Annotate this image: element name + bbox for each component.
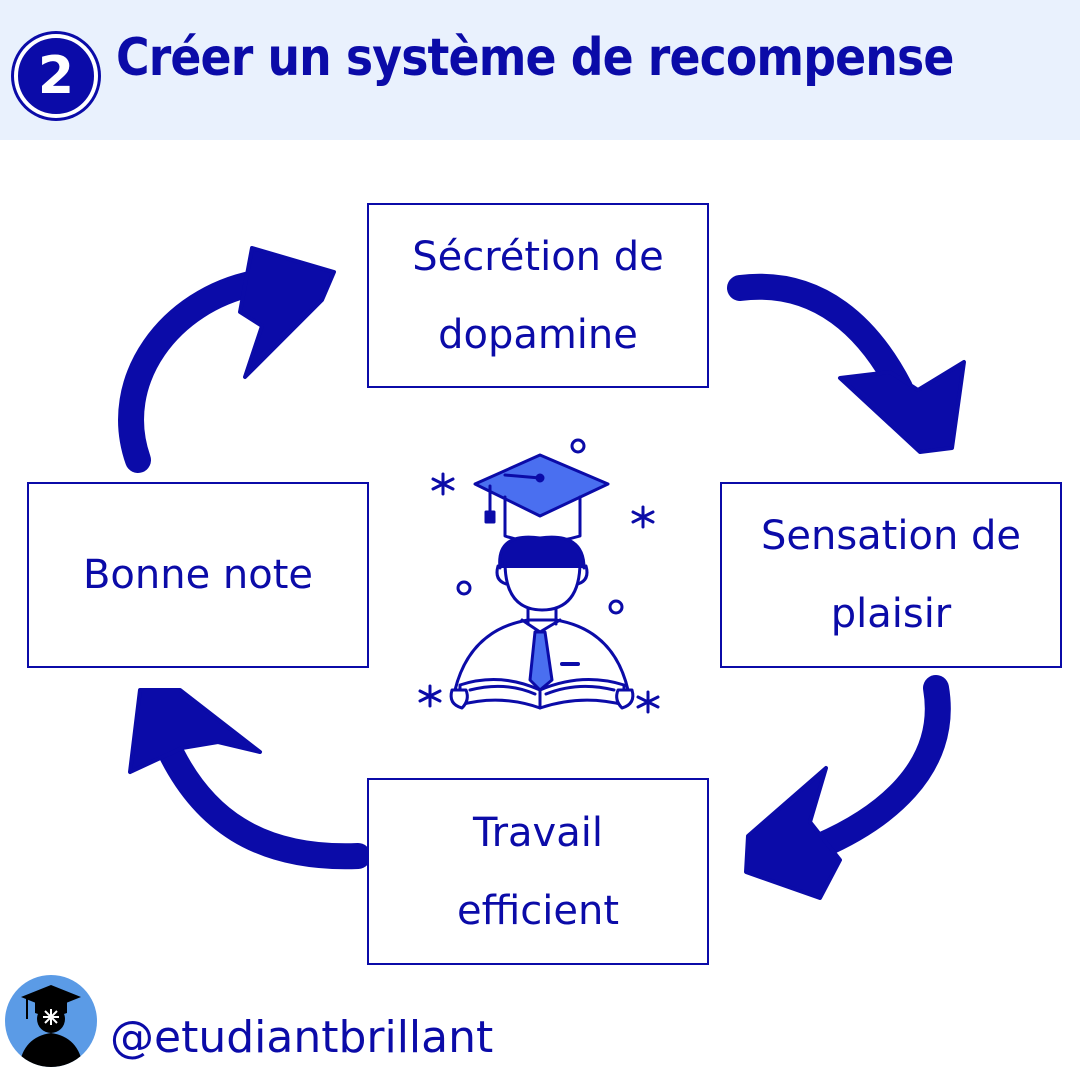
cycle-step-label: Bonne note bbox=[82, 552, 314, 598]
account-handle[interactable]: @etudiantbrillant bbox=[110, 1012, 494, 1063]
step-number-badge: 2 bbox=[14, 34, 98, 118]
arrow-bottom-to-left bbox=[128, 688, 371, 870]
cycle-step-dopamine: Sécrétion de dopamine bbox=[367, 203, 709, 388]
graduate-avatar-icon bbox=[5, 975, 97, 1067]
arrow-top-to-right bbox=[727, 273, 966, 454]
cycle-step-label: Sécrétion de dopamine bbox=[412, 233, 664, 358]
cycle-step-travail: Travail efficient bbox=[367, 778, 709, 965]
cycle-step-plaisir: Sensation de plaisir bbox=[720, 482, 1062, 668]
cycle-step-bonne-note: Bonne note bbox=[27, 482, 369, 668]
cycle-step-label: Travail efficient bbox=[456, 809, 620, 934]
arrow-left-to-top bbox=[118, 246, 336, 473]
sparkle-icon bbox=[418, 472, 660, 714]
page-title: Créer un système de recompense bbox=[116, 28, 954, 88]
cycle-step-label: Sensation de plaisir bbox=[760, 513, 1022, 637]
header-band: 2 Créer un système de recompense bbox=[0, 0, 1080, 140]
arrow-right-to-bottom bbox=[744, 675, 951, 900]
